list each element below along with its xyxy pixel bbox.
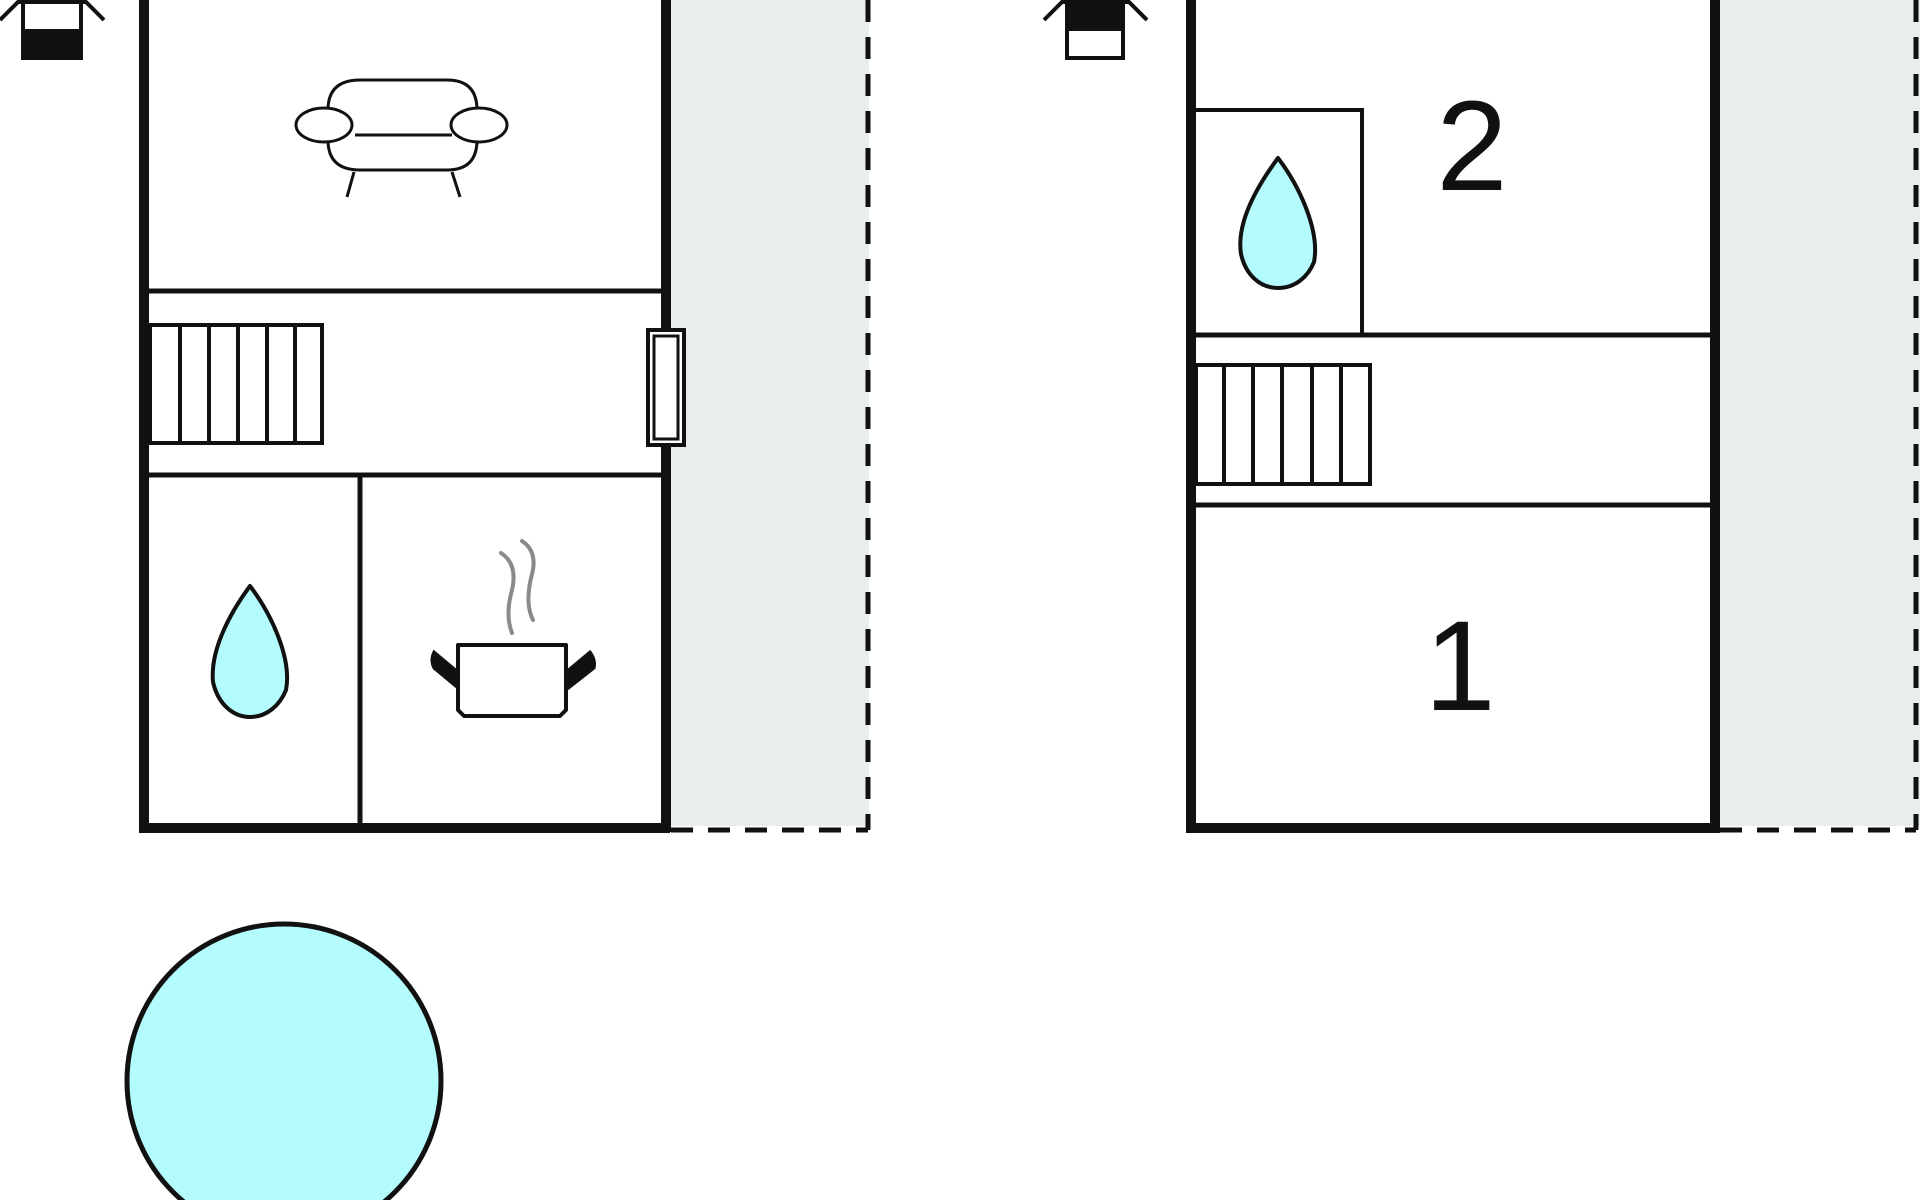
balcony-area [1720, 0, 1920, 833]
upper-floor-walls [1186, 0, 1720, 833]
bedroom-1-label: 1 [1424, 595, 1495, 738]
stairs-icon [148, 323, 324, 445]
water-drop-icon [1238, 156, 1318, 290]
floor-level-ground-icon [0, 0, 106, 60]
ground-floor-plan [0, 0, 871, 833]
pool-icon [124, 921, 444, 1200]
bedroom-2-label: 2 [1436, 75, 1507, 218]
sofa-icon [294, 78, 509, 198]
stairs-icon [1194, 363, 1372, 486]
cooking-pot-icon [430, 539, 596, 718]
water-drop-icon [210, 584, 290, 719]
upper-floor-plan: 2 1 [1042, 0, 1920, 833]
floor-level-upper-icon [1042, 0, 1149, 60]
door-icon [646, 328, 686, 447]
terrace-area [671, 0, 871, 833]
